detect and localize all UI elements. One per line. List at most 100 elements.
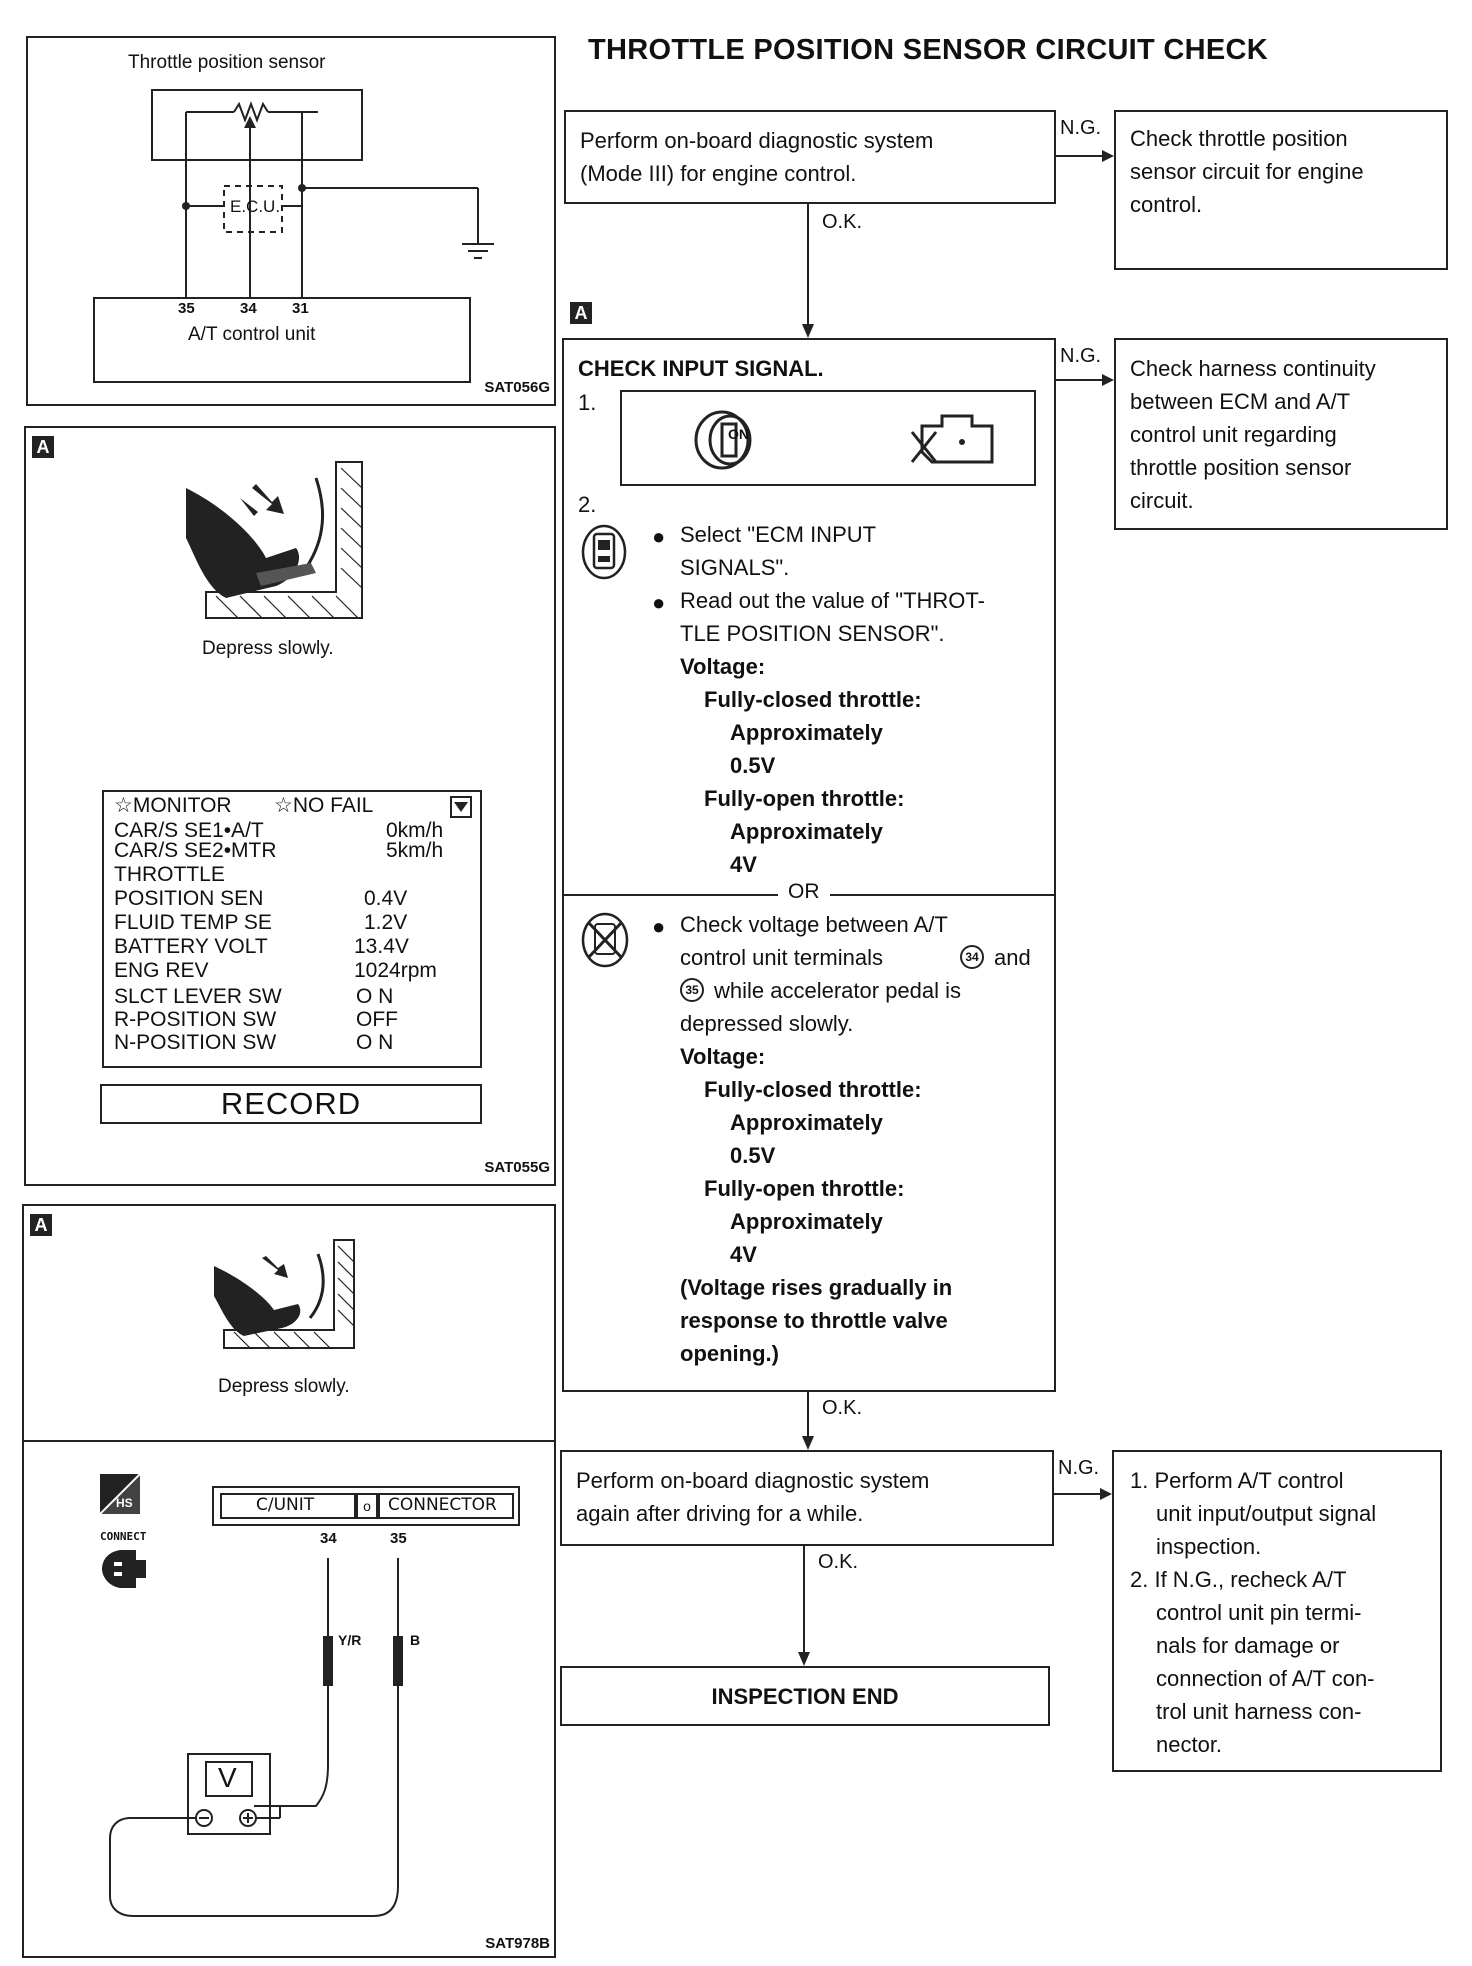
voltage-label: Voltage: <box>680 654 766 679</box>
monitor-row-label: N-POSITION SW <box>114 1031 277 1054</box>
connector-icon <box>102 1550 146 1588</box>
monitor-row-value: O N <box>356 1031 394 1054</box>
engine-off-icon <box>910 414 994 464</box>
pin-35: 35 <box>178 300 195 317</box>
voltage-measurement-panel: A Depress slowly. HS CONNECT C/UNIT o <box>22 1204 556 1958</box>
depress-caption: Depress slowly. <box>202 638 334 659</box>
step-text: again after driving for a while. <box>576 1501 864 1526</box>
monitor-row-value: 0.4V <box>364 887 408 910</box>
bullet-text: Check voltage between A/T <box>680 912 948 937</box>
ng-text: nals for damage or <box>1156 1633 1340 1658</box>
pedal-illustration <box>214 1239 355 1349</box>
flow-step-obd-mode3: Perform on-board diagnostic system (Mode… <box>564 110 1056 204</box>
closed-voltage: 0.5V <box>730 753 776 778</box>
wiring-diagram <box>93 89 494 383</box>
monitor-screen: ☆MONITOR ☆NO FAIL CAR/S SE1•A/T 0km/h CA… <box>102 790 482 1068</box>
figure-ref: SAT978B <box>485 1935 550 1952</box>
wire-b-label: B <box>410 1632 421 1648</box>
ng-text: trol unit harness con- <box>1156 1699 1362 1724</box>
monitor-row-value: 0km/h <box>386 819 444 842</box>
ng-text: Check throttle position <box>1130 126 1348 151</box>
voltmeter-label: V <box>218 1762 237 1793</box>
flow-check-input-signal: CHECK INPUT SIGNAL. 1. ON 2. ● Select "E… <box>562 338 1056 1392</box>
approx-label: Approximately <box>730 1209 883 1234</box>
fully-closed-label: Fully-closed throttle: <box>704 1077 922 1102</box>
flow-ng-check-tps-circuit: Check throttle position sensor circuit f… <box>1114 110 1448 270</box>
monitor-row-label: ENG REV <box>114 959 209 982</box>
ignition-on-icon <box>694 410 752 470</box>
ng-text: control. <box>1130 192 1203 217</box>
connector-left-label: C/UNIT <box>256 1495 315 1515</box>
closed-voltage: 0.5V <box>730 1143 776 1168</box>
step-badge: A <box>30 1214 52 1236</box>
monitor-row-label: R-POSITION SW <box>114 1008 277 1031</box>
connector-unit-side: C/UNIT <box>220 1493 356 1519</box>
check-title: CHECK INPUT SIGNAL. <box>578 356 824 381</box>
monitor-row-value: OFF <box>356 1008 398 1031</box>
approx-label: Approximately <box>730 1110 883 1135</box>
monitor-row-value: 1.2V <box>364 911 408 934</box>
flow-step-obd-after-drive: Perform on-board diagnostic system again… <box>560 1450 1054 1546</box>
approx-label: Approximately <box>730 819 883 844</box>
flow-ng-check-harness: Check harness continuity between ECM and… <box>1114 338 1448 530</box>
flow-inspection-end: INSPECTION END <box>560 1666 1050 1726</box>
ok-label: O.K. <box>822 211 863 233</box>
voltage-label: Voltage: <box>680 1044 766 1069</box>
bullet-text: SIGNALS". <box>680 555 790 580</box>
ng-text: between ECM and A/T <box>1130 389 1351 414</box>
monitor-row-label: CAR/S SE1•A/T <box>114 819 264 842</box>
ng-text: Check harness continuity <box>1130 356 1376 381</box>
pin-31: 31 <box>292 300 309 317</box>
monitor-row-value: 1024rpm <box>354 959 437 982</box>
ng-label: N.G. <box>1060 117 1102 139</box>
terminal-35-circle: 35 <box>680 978 704 1002</box>
monitor-row-value: O N <box>356 985 394 1008</box>
sensor-title: Throttle position sensor <box>128 52 326 73</box>
bullet-text: control unit terminals <box>680 945 883 970</box>
flow-ng-io-inspection: 1. Perform A/T control unit input/output… <box>1112 1450 1442 1772</box>
at-control-unit-label: A/T control unit <box>188 324 316 345</box>
monitor-row-label: SLCT LEVER SW <box>114 985 282 1008</box>
ng-label: N.G. <box>1058 1457 1100 1479</box>
bullet-text: TLE POSITION SENSOR". <box>680 621 945 646</box>
item-number: 1. <box>578 390 597 415</box>
bullet-icon: ● <box>652 524 666 549</box>
page-title: THROTTLE POSITION SENSOR CIRCUIT CHECK <box>588 34 1269 66</box>
ignition-condition-box: ON <box>620 390 1036 486</box>
ng-text: unit input/output signal <box>1156 1501 1377 1526</box>
ng-text: 1. Perform A/T control <box>1130 1468 1344 1493</box>
ignition-on-label: ON <box>728 426 749 442</box>
monitor-row-label: THROTTLE <box>114 863 225 886</box>
bullet-text: while accelerator pedal is <box>714 978 962 1003</box>
open-voltage: 4V <box>730 1242 757 1267</box>
monitor-row-value: 5km/h <box>386 839 444 862</box>
step-badge: A <box>32 436 54 458</box>
fully-open-label: Fully-open throttle: <box>704 1176 905 1201</box>
figure-ref: SAT055G <box>484 1159 550 1176</box>
bullet-text: depressed slowly. <box>680 1011 854 1036</box>
monitor-header-left: ☆MONITOR <box>114 794 232 817</box>
fully-closed-label: Fully-closed throttle: <box>704 687 922 712</box>
record-button[interactable]: RECORD <box>100 1084 482 1124</box>
scroll-down-icon[interactable] <box>450 796 472 818</box>
wiring-diagram-panel: Throttle position sensor E.C.U. 35 34 31… <box>26 36 556 406</box>
fully-open-label: Fully-open throttle: <box>704 786 905 811</box>
pin-34: 34 <box>240 300 257 317</box>
terminal-34-circle: 34 <box>960 945 984 969</box>
bullet-text: and <box>994 945 1031 970</box>
hs-label: HS <box>116 1496 133 1510</box>
monitor-header-right: ☆NO FAIL <box>274 794 374 817</box>
monitor-row-label: CAR/S SE2•MTR <box>114 839 277 862</box>
monitor-row-value: 13.4V <box>354 935 409 958</box>
connector-latch: o <box>356 1493 378 1519</box>
ng-text: inspection. <box>1156 1534 1262 1559</box>
no-tester-icon <box>581 912 629 968</box>
monitor-row-label: BATTERY VOLT <box>114 935 268 958</box>
hs-tester-icon: HS <box>99 1473 141 1515</box>
ng-text: control unit pin termi- <box>1156 1600 1362 1625</box>
divider <box>24 1440 554 1442</box>
bullet-icon: ● <box>652 590 666 615</box>
monitor-row-label: FLUID TEMP SE <box>114 911 272 934</box>
rise-note: opening.) <box>680 1341 779 1366</box>
